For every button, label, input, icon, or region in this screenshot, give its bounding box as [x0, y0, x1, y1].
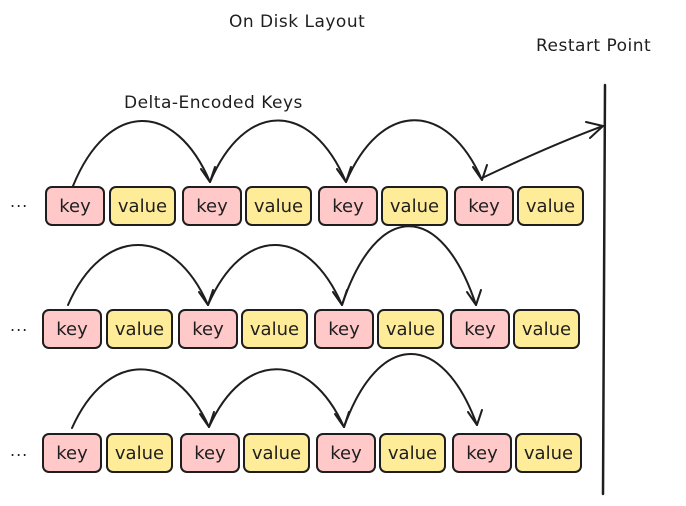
row-1-arrow-3: [345, 119, 483, 183]
row-2-arrow-2: [207, 244, 343, 306]
row-3-value-cell-4: value: [515, 433, 582, 473]
row-1-arrow-1: [72, 120, 211, 187]
row-3-arrow-2: [208, 368, 345, 428]
row-2-value-cell-3: value: [377, 309, 444, 349]
row-2-ellipsis: ...: [10, 316, 29, 335]
row-1-value-cell-4: value: [517, 186, 584, 226]
row-1-arrow-2: [209, 119, 347, 183]
row-3-key-cell-4: key: [452, 433, 512, 473]
row-2-value-cell-4: value: [513, 309, 580, 349]
restart-point-line: [601, 83, 607, 496]
row-3-value-cell-3: value: [379, 433, 446, 473]
row-2-key-cell-4: key: [450, 309, 510, 349]
row-1-arrow-restart-head: [585, 121, 604, 139]
row-1-key-cell-2: key: [182, 186, 242, 226]
row-1-value-cell-3: value: [381, 186, 448, 226]
row-3-value-cell-2: value: [243, 433, 310, 473]
row-2-key-cell-3: key: [314, 309, 374, 349]
row-2-value-cell-1: value: [106, 309, 173, 349]
row-1-value-cell-1: value: [109, 186, 176, 226]
row-3-arrow-3: [343, 353, 478, 428]
row-1-ellipsis: ...: [10, 192, 29, 211]
delta-encoded-keys-label: Delta-Encoded Keys: [124, 93, 303, 113]
row-2-arrow-1: [67, 244, 209, 306]
row-3-key-cell-1: key: [42, 433, 102, 473]
row-2-arrow-3-head: [466, 289, 482, 306]
row-1-arrow-3-head: [472, 164, 488, 181]
row-2-arrow-3: [341, 225, 477, 306]
row-1-key-cell-4: key: [454, 186, 514, 226]
row-1-arrow-restart: [481, 125, 604, 179]
row-3-value-cell-1: value: [106, 433, 173, 473]
diagram-title: On Disk Layout: [229, 12, 366, 32]
row-1-value-cell-2: value: [245, 186, 312, 226]
restart-point-label: Restart Point: [536, 36, 652, 56]
row-3-arrow-3-head: [467, 409, 483, 426]
row-2-key-cell-1: key: [42, 309, 102, 349]
row-3-arrow-1: [71, 368, 210, 429]
row-2-value-cell-2: value: [241, 309, 308, 349]
row-2-key-cell-2: key: [178, 309, 238, 349]
row-3-key-cell-3: key: [316, 433, 376, 473]
row-1-key-cell-1: key: [45, 186, 105, 226]
row-1-key-cell-3: key: [318, 186, 378, 226]
row-3-ellipsis: ...: [10, 441, 29, 460]
row-3-key-cell-2: key: [180, 433, 240, 473]
